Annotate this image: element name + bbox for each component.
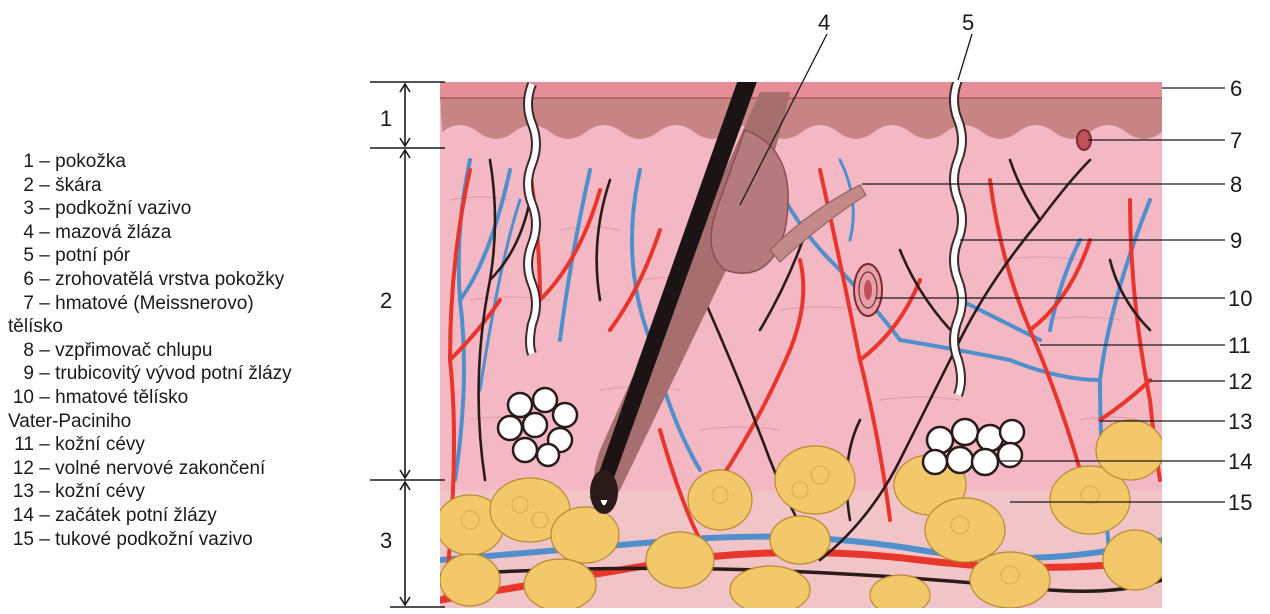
layer-label-dermis: 2 bbox=[380, 288, 392, 313]
hair-bulb bbox=[590, 470, 618, 514]
callout-5: 5 bbox=[962, 10, 974, 35]
callout-7: 7 bbox=[1230, 128, 1242, 153]
callout-9: 9 bbox=[1230, 228, 1242, 253]
skin-block bbox=[436, 40, 1167, 614]
callout-6: 6 bbox=[1230, 76, 1242, 101]
callout-14: 14 bbox=[1228, 449, 1252, 474]
layer-label-hypodermis: 3 bbox=[380, 528, 392, 553]
callout-12: 12 bbox=[1228, 369, 1252, 394]
pacinian-corpuscle bbox=[854, 264, 882, 316]
callout-11: 11 bbox=[1228, 333, 1251, 358]
callout-4: 4 bbox=[818, 10, 830, 35]
layer-label-epidermis: 1 bbox=[380, 106, 392, 131]
callout-10: 10 bbox=[1228, 286, 1252, 311]
callout-13: 13 bbox=[1228, 409, 1252, 434]
callout-15: 15 bbox=[1228, 490, 1252, 515]
callout-8: 8 bbox=[1230, 172, 1242, 197]
